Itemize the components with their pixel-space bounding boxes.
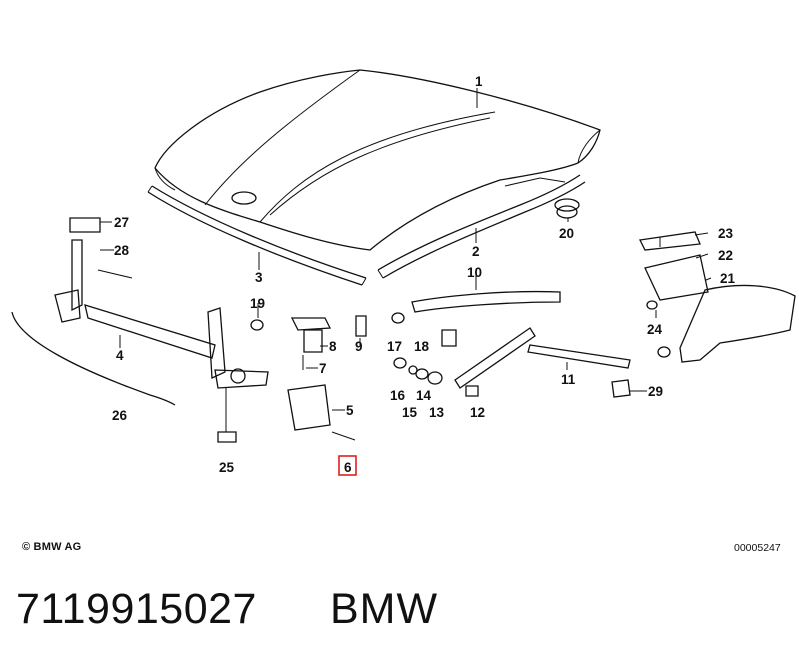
part-labels: 1 2 3 4 5 6 7 8 9 10 11 12 13 14 15 16 1…: [112, 74, 736, 475]
strut-drawing: [411, 290, 631, 397]
part-label-28[interactable]: 28: [114, 243, 130, 258]
part-label-4[interactable]: 4: [116, 348, 124, 363]
front-seal-drawing: [147, 185, 367, 286]
part-label-27[interactable]: 27: [114, 215, 129, 230]
part-label-7[interactable]: 7: [319, 361, 327, 376]
part-label-18[interactable]: 18: [414, 339, 430, 354]
part-label-21[interactable]: 21: [720, 271, 736, 286]
brand-name: BMW: [330, 585, 439, 633]
part-label-6[interactable]: 6: [344, 460, 352, 475]
leader-lines: [100, 88, 712, 411]
part-label-10[interactable]: 10: [467, 265, 482, 280]
part-label-29[interactable]: 29: [648, 384, 663, 399]
part-label-14[interactable]: 14: [416, 388, 432, 403]
hardware-drawing: [391, 312, 631, 398]
diagram-id: 00005247: [734, 542, 781, 554]
left-hinge-drawing: [11, 217, 269, 443]
part-label-13[interactable]: 13: [429, 405, 445, 420]
part-label-22[interactable]: 22: [718, 248, 733, 263]
part-label-16[interactable]: 16: [390, 388, 406, 403]
part-label-17[interactable]: 17: [387, 339, 402, 354]
copyright-text: © BMW AG: [22, 541, 82, 553]
part-label-15[interactable]: 15: [402, 405, 418, 420]
right-hinge-drawing: [639, 231, 796, 363]
part-label-5[interactable]: 5: [346, 403, 354, 418]
part-label-20[interactable]: 20: [559, 226, 574, 241]
highlight-box: [338, 455, 357, 476]
part-label-19[interactable]: 19: [250, 296, 265, 311]
part-label-3[interactable]: 3: [255, 270, 263, 285]
grommet-drawing: [554, 198, 580, 219]
lock-drawing: [287, 315, 367, 441]
part-label-8[interactable]: 8: [329, 339, 337, 354]
part-number: 7119915027: [16, 585, 257, 633]
part-label-23[interactable]: 23: [718, 226, 734, 241]
part-label-1[interactable]: 1: [475, 74, 483, 89]
part-label-26[interactable]: 26: [112, 408, 128, 423]
hood-drawing: [154, 69, 601, 251]
part-label-11[interactable]: 11: [561, 372, 576, 387]
part-label-24[interactable]: 24: [647, 322, 663, 337]
part-label-2[interactable]: 2: [472, 244, 480, 259]
part-label-9[interactable]: 9: [355, 339, 363, 354]
seal-drawing: [377, 174, 586, 279]
part-label-25[interactable]: 25: [219, 460, 235, 475]
part-label-12[interactable]: 12: [470, 405, 485, 420]
